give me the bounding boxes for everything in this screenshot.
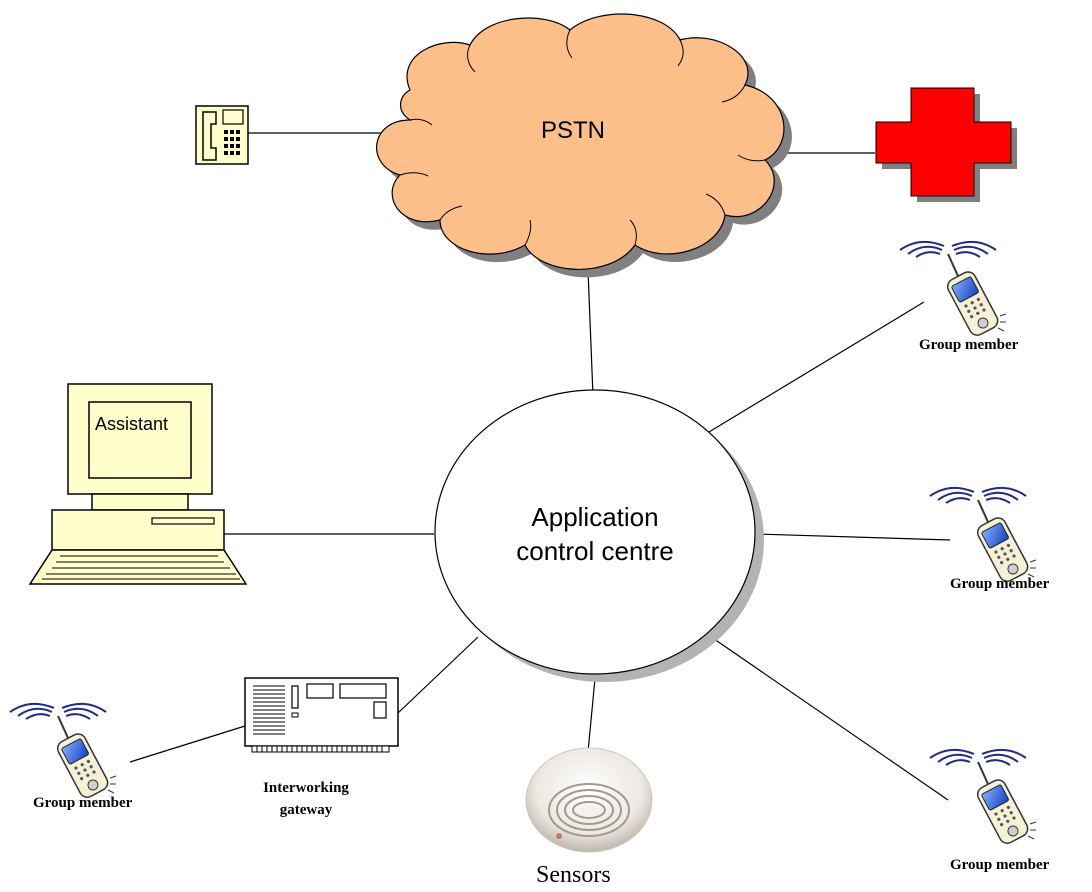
assistant-label: Assistant (95, 414, 169, 434)
pstn-cloud (376, 13, 792, 278)
control-centre-label-line1: Application (531, 502, 659, 532)
red-cross-icon (875, 87, 1017, 202)
connection-lines (129, 132, 951, 801)
group-member-label-left-bottom: Group member (33, 795, 133, 811)
group-member-label-right-bottom: Group member (950, 857, 1050, 873)
mobile-phone-icon (929, 486, 1037, 585)
sensors-label: Sensors (536, 862, 611, 888)
link-control-sensors (587, 667, 597, 753)
control-centre-label: Application control centre (480, 500, 710, 568)
pstn-label: PSTN (541, 117, 606, 144)
link-control-gateway (397, 636, 479, 714)
computer-terminal-icon (28, 383, 248, 585)
control-centre-label-line2: control centre (516, 536, 674, 566)
group-member-label-right-top: Group member (919, 337, 1019, 353)
gateway-label: Interworking gateway (250, 777, 362, 821)
link-control-member-bottom (703, 631, 949, 801)
gateway-device-icon (244, 677, 399, 753)
link-control-member-top (703, 301, 925, 436)
link-pstn-control (587, 269, 594, 397)
gateway-label-line2: gateway (279, 802, 333, 818)
mobile-phone-icon (899, 240, 1007, 339)
mobile-phone-icon (9, 702, 117, 801)
smoke-sensor-icon (525, 747, 653, 853)
telephone-icon (195, 105, 249, 165)
link-control-member-middle (755, 533, 951, 541)
control-centre-node (434, 389, 764, 682)
gateway-label-line1: Interworking (263, 780, 349, 796)
link-gateway-member (129, 725, 246, 763)
group-member-label-right-middle: Group member (950, 576, 1050, 592)
